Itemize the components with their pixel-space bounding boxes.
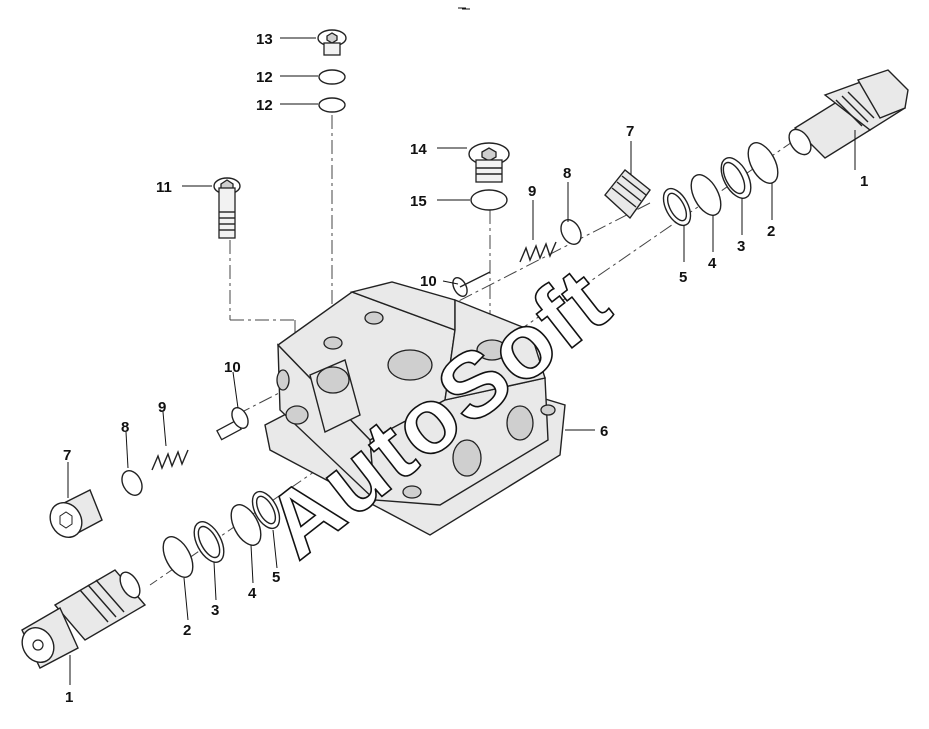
callout-labels: 13 12 12 11 14 15 1 2 3 4 5 7 8 9 10 6 1… xyxy=(63,31,868,706)
callout-15: 15 xyxy=(410,193,427,210)
right-piston-10 xyxy=(452,271,491,297)
callout-12-a: 12 xyxy=(256,69,273,86)
oring-12-b xyxy=(318,97,346,113)
callout-3-left: 3 xyxy=(211,602,219,619)
right-spring-9 xyxy=(519,241,557,263)
left-piston-10 xyxy=(216,407,249,441)
callout-11: 11 xyxy=(156,179,172,196)
callout-12-b: 12 xyxy=(256,97,273,114)
right-relief-cartridge xyxy=(788,69,909,159)
left-orings xyxy=(162,490,281,578)
left-spring-9 xyxy=(151,449,189,471)
callout-6: 6 xyxy=(600,423,608,440)
plug-14 xyxy=(468,142,510,183)
callout-13: 13 xyxy=(256,31,273,48)
callout-5-left: 5 xyxy=(272,569,280,586)
callout-5-right: 5 xyxy=(679,269,687,286)
callout-9-left: 9 xyxy=(158,399,166,416)
callout-8-right: 8 xyxy=(563,165,571,182)
callout-8-left: 8 xyxy=(121,419,129,436)
right-plug-7 xyxy=(604,169,651,220)
callout-3-right: 3 xyxy=(737,238,745,255)
left-washer-8 xyxy=(121,470,143,496)
callout-2-left: 2 xyxy=(183,622,191,639)
left-plug-7 xyxy=(49,489,103,538)
callout-1-right: 1 xyxy=(860,173,868,190)
callout-1-left: 1 xyxy=(65,689,73,706)
right-orings xyxy=(662,142,779,227)
valve-block xyxy=(264,281,566,536)
callout-9-right: 9 xyxy=(528,183,536,200)
plug-13 xyxy=(317,29,347,56)
callout-7-left: 7 xyxy=(63,447,71,464)
callout-7-right: 7 xyxy=(626,123,634,140)
callout-2-right: 2 xyxy=(767,223,775,240)
callout-10-right: 10 xyxy=(420,273,437,290)
screw-11 xyxy=(213,177,241,239)
oring-15 xyxy=(470,189,508,211)
callout-14: 14 xyxy=(410,141,427,158)
leader-lines xyxy=(67,37,856,685)
callout-4-left: 4 xyxy=(248,585,257,602)
callout-4-right: 4 xyxy=(708,255,717,272)
oring-12-a xyxy=(318,69,346,85)
left-relief-cartridge xyxy=(21,569,147,669)
callout-10-left: 10 xyxy=(224,359,241,376)
right-washer-8 xyxy=(560,219,582,245)
header-mark xyxy=(458,7,470,10)
